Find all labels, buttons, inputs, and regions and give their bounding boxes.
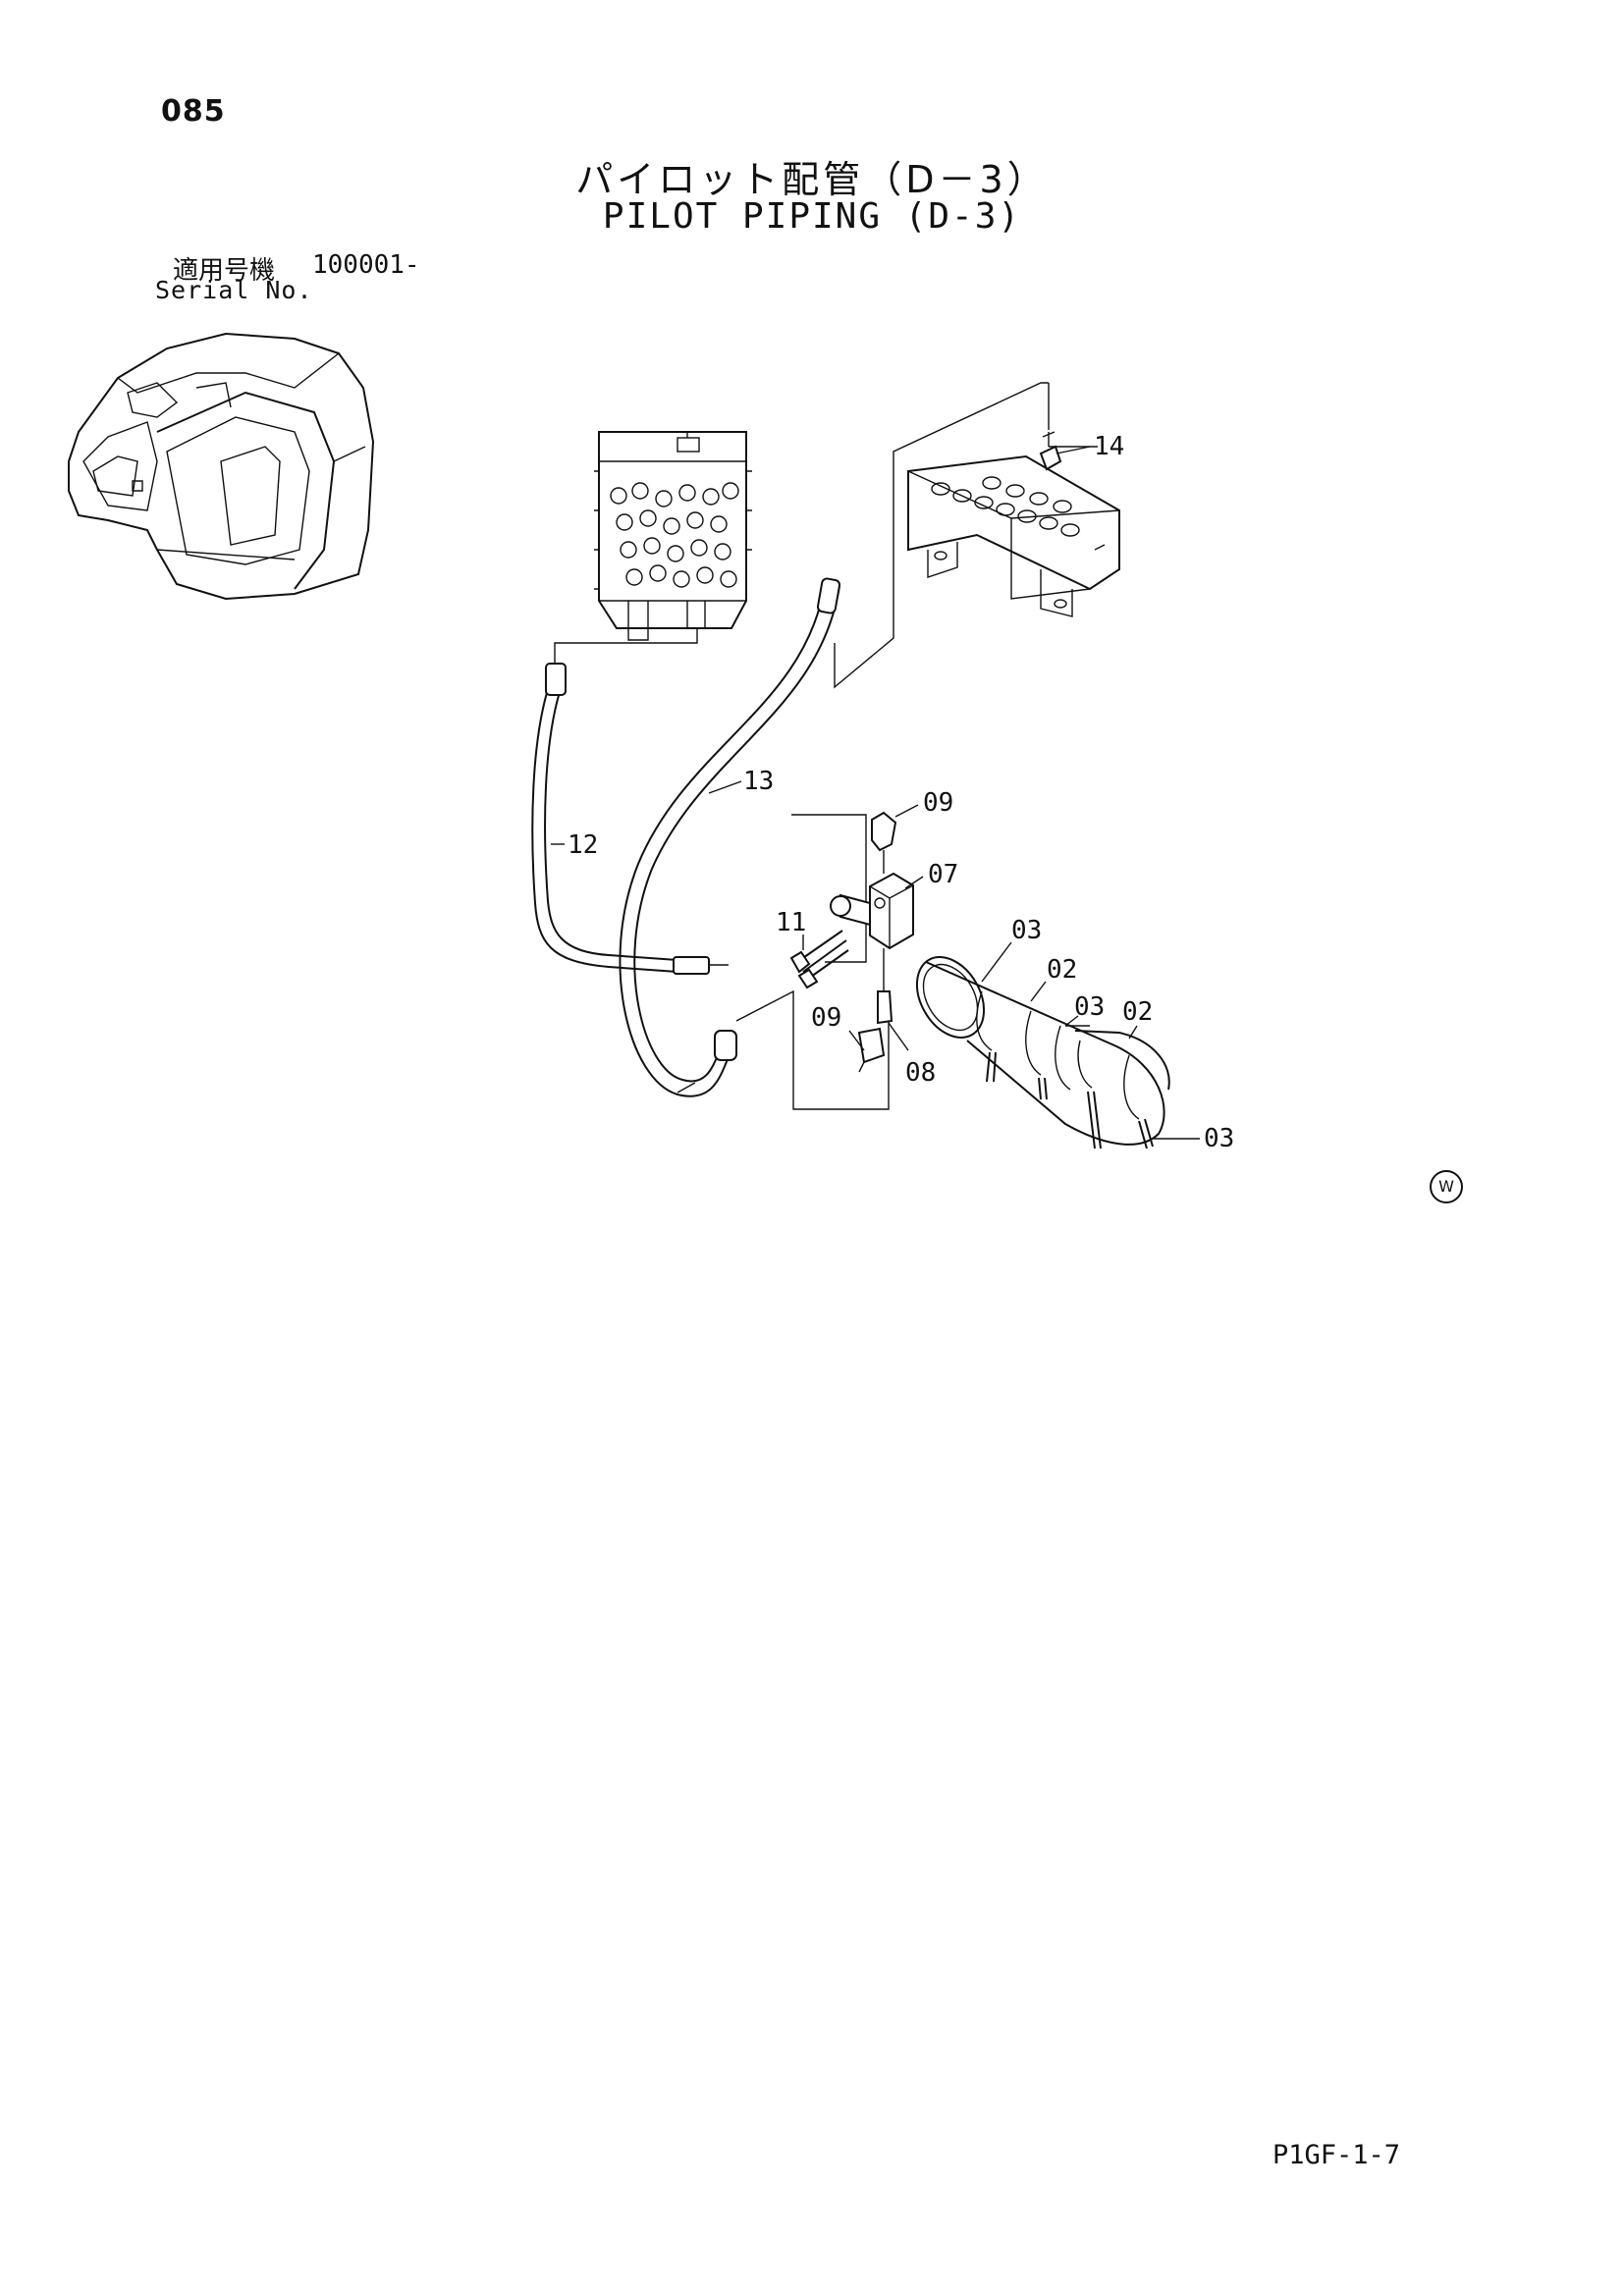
page-number: 085 (161, 94, 226, 129)
callout-03-a: 03 (1011, 916, 1042, 945)
pilot-manifold-block (907, 431, 1120, 617)
callout-leaders (551, 446, 1200, 1140)
solenoid-valve-07 (830, 811, 914, 1073)
manifold-ports (931, 476, 1080, 537)
callout-14: 14 (1094, 432, 1124, 461)
callout-02-a: 02 (1047, 955, 1077, 985)
callout-09-upper: 09 (923, 788, 953, 818)
duct-assembly (915, 956, 1170, 1149)
serial-value: 100001- (312, 250, 420, 280)
callout-02-b: 02 (1122, 997, 1153, 1027)
callout-09-lower: 09 (811, 1003, 841, 1033)
callout-13: 13 (743, 767, 774, 796)
valve-ports (610, 482, 739, 588)
control-valve-block (594, 431, 752, 641)
page-title-japanese: パイロット配管（D－3） (575, 158, 1049, 201)
serial-label-english: Serial No. (155, 276, 313, 304)
hose-12 (531, 663, 729, 975)
callout-03-b: 03 (1074, 992, 1105, 1022)
hose-13 (619, 577, 841, 1097)
serial-label-japanese: 適用号機 (173, 256, 276, 286)
bolts-11 (789, 930, 849, 989)
watermark-symbol: W (1430, 1170, 1463, 1203)
callout-12: 12 (568, 830, 598, 860)
page-title-english: PILOT PIPING (D-3) (602, 196, 1022, 237)
callout-07: 07 (928, 860, 958, 889)
callout-11: 11 (776, 908, 806, 937)
cab-location-thumbnail (68, 332, 375, 601)
callout-08: 08 (905, 1058, 936, 1088)
callout-03-c: 03 (1204, 1124, 1234, 1153)
page-code: P1GF-1-7 (1272, 2140, 1401, 2170)
